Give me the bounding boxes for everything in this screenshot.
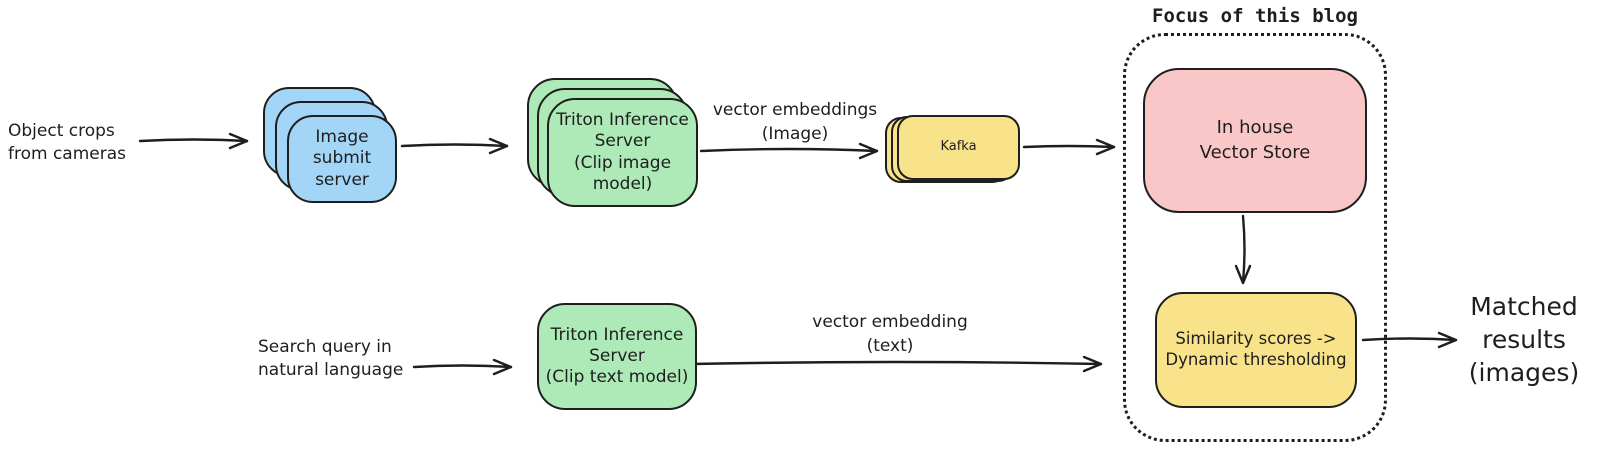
arrow-triton-image-to-kafka [699, 142, 879, 160]
arrow-kafka-to-vector-store [1022, 138, 1116, 156]
arrow-vector-store-to-similarity [1234, 214, 1252, 285]
vector-store-label: In house Vector Store [1199, 117, 1311, 163]
triton-image-label: Triton Inference Server (Clip image mode… [556, 110, 689, 194]
similarity-node: Similarity scores -> Dynamic thresholdin… [1155, 292, 1357, 408]
arrow-triton-text-to-similarity [690, 355, 1103, 373]
image-submit-server-label: Image submit server [312, 127, 372, 190]
arrow-similarity-to-results [1361, 331, 1458, 349]
image-submit-server-node: Image submit server [287, 115, 397, 203]
object-crops-label: Object crops from cameras [8, 121, 127, 164]
focus-frame [1123, 33, 1387, 442]
vector-embedding-text-label: vector embedding (text) [812, 312, 968, 356]
similarity-label: Similarity scores -> Dynamic thresholdin… [1165, 329, 1347, 369]
triton-image-node: Triton Inference Server (Clip image mode… [547, 98, 698, 207]
search-query-label: Search query in natural language [258, 337, 404, 380]
focus-title: Focus of this blog [1152, 5, 1358, 27]
matched-results-label: Matched results (images) [1468, 292, 1580, 387]
triton-text-label: Triton Inference Server (Clip text model… [545, 324, 689, 388]
arrow-query-to-triton-text [412, 358, 513, 376]
arrow-image-submit-to-triton-image [400, 137, 509, 155]
vector-embeddings-image-label: vector embeddings (Image) [712, 100, 878, 144]
arrow-cameras-to-image-submit [138, 132, 249, 150]
kafka-label: Kafka [940, 139, 977, 155]
kafka-node: Kafka [897, 115, 1020, 180]
vector-store-node: In house Vector Store [1143, 68, 1367, 213]
triton-text-node: Triton Inference Server (Clip text model… [537, 303, 697, 410]
